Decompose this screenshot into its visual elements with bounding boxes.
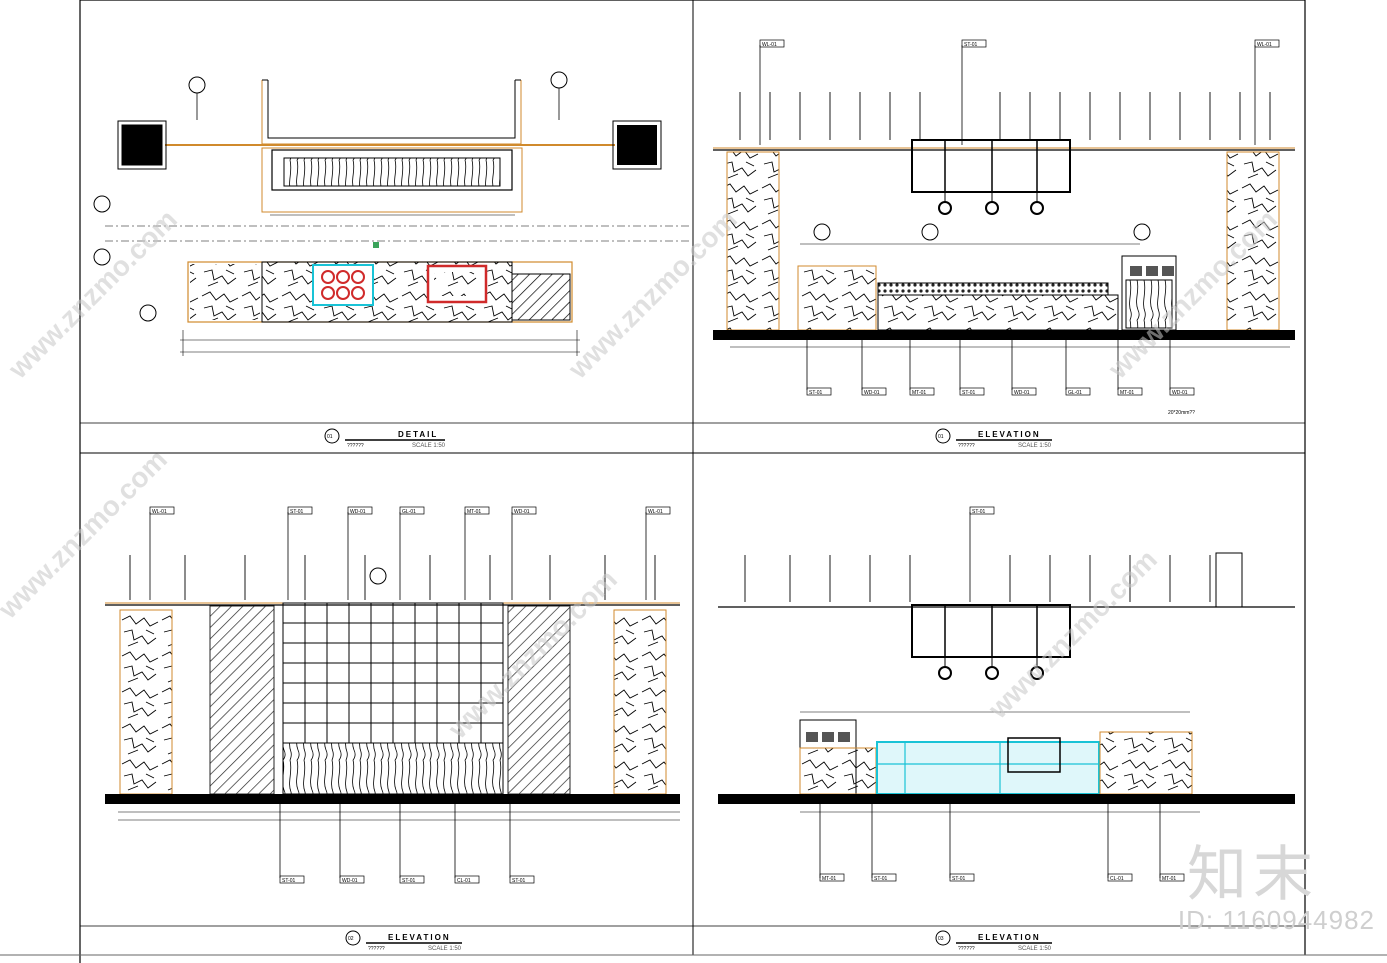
detail-code: ?????? bbox=[347, 443, 364, 449]
watermark-text: www.znzmo.com bbox=[0, 444, 173, 625]
elev-c-number: 03 bbox=[938, 936, 944, 942]
callout-tag: WD-01 bbox=[1172, 390, 1188, 396]
callout-tag: WL-01 bbox=[152, 509, 167, 515]
elev-a-number: 01 bbox=[938, 434, 944, 440]
elev-c-title: ELEVATION bbox=[978, 933, 1041, 942]
elev-a-scale: SCALE 1:50 bbox=[1018, 443, 1052, 449]
callout-tag: ST-01 bbox=[962, 390, 976, 396]
detail-title: DETAIL bbox=[398, 430, 438, 439]
callout-tag: CL-01 bbox=[457, 878, 471, 884]
callout-tag: MT-01 bbox=[1120, 390, 1134, 396]
callout-tag: ST-01 bbox=[282, 878, 296, 884]
callout-tag: WL-01 bbox=[1257, 42, 1272, 48]
watermark-text: www.znzmo.com bbox=[982, 544, 1163, 725]
callout-tag: ST-01 bbox=[809, 390, 823, 396]
callout-tags-elev-a: WL-01 ST-01 WL-01 ST-01 WD-01 MT-01 ST-0… bbox=[759, 39, 1280, 416]
callout-tag: MT-01 bbox=[822, 876, 836, 882]
watermark-text: www.znzmo.com bbox=[562, 204, 743, 385]
elev-b-number: 02 bbox=[348, 936, 354, 942]
callout-tag: MT-01 bbox=[467, 509, 481, 515]
elev-b-title: ELEVATION bbox=[388, 933, 451, 942]
callout-tag: GL-01 bbox=[1068, 390, 1082, 396]
callout-tag: MT-01 bbox=[1162, 876, 1176, 882]
detail-scale: SCALE 1:50 bbox=[412, 443, 446, 449]
callout-tag: MT-01 bbox=[912, 390, 926, 396]
brand-logo: 知末 bbox=[1187, 840, 1319, 910]
panel-elevation-c: ST-01 MT-01 ST-01 ST-01 CL-01 MT-01 03 E… bbox=[718, 506, 1295, 952]
panel-elevation-a: WL-01 ST-01 WL-01 ST-01 WD-01 MT-01 ST-0… bbox=[713, 39, 1295, 449]
callout-tags-elev-b: WL-01 ST-01 WD-01 GL-01 MT-01 WD-01 WL-0… bbox=[149, 506, 671, 884]
callout-tag: CL-01 bbox=[1110, 876, 1124, 882]
callout-tag: ST-01 bbox=[290, 509, 304, 515]
watermark-text: www.znzmo.com bbox=[2, 204, 183, 385]
callout-tag: ST-01 bbox=[952, 876, 966, 882]
elev-c-code: ?????? bbox=[958, 946, 975, 952]
callout-note: 20*20mm?? bbox=[1168, 410, 1195, 416]
callout-tag: WD-01 bbox=[350, 509, 366, 515]
elev-a-title: ELEVATION bbox=[978, 430, 1041, 439]
elev-b-code: ?????? bbox=[368, 946, 385, 952]
elev-a-code: ?????? bbox=[958, 443, 975, 449]
callout-tag: ST-01 bbox=[972, 509, 986, 515]
callout-tag: ST-01 bbox=[964, 42, 978, 48]
panel-detail: 01 DETAIL ?????? SCALE 1:50 bbox=[93, 71, 690, 449]
callout-tag: WL-01 bbox=[648, 509, 663, 515]
elev-c-scale: SCALE 1:50 bbox=[1018, 946, 1052, 952]
callout-tag: ST-01 bbox=[512, 878, 526, 884]
detail-number: 01 bbox=[327, 434, 333, 440]
callout-tag: GL-01 bbox=[402, 509, 416, 515]
callout-tag: WD-01 bbox=[342, 878, 358, 884]
callout-tags-elev-c: ST-01 MT-01 ST-01 ST-01 CL-01 MT-01 bbox=[819, 506, 1185, 882]
image-id-label: ID: 1160944982 bbox=[1177, 905, 1375, 935]
callout-tag: WD-01 bbox=[864, 390, 880, 396]
callout-tag: WL-01 bbox=[762, 42, 777, 48]
callout-tag: WD-01 bbox=[1014, 390, 1030, 396]
callout-tag: ST-01 bbox=[874, 876, 888, 882]
panel-elevation-b: WL-01 ST-01 WD-01 GL-01 MT-01 WD-01 WL-0… bbox=[105, 506, 680, 952]
callout-tag: ST-01 bbox=[402, 878, 416, 884]
callout-tag: WD-01 bbox=[514, 509, 530, 515]
elev-b-scale: SCALE 1:50 bbox=[428, 946, 462, 952]
